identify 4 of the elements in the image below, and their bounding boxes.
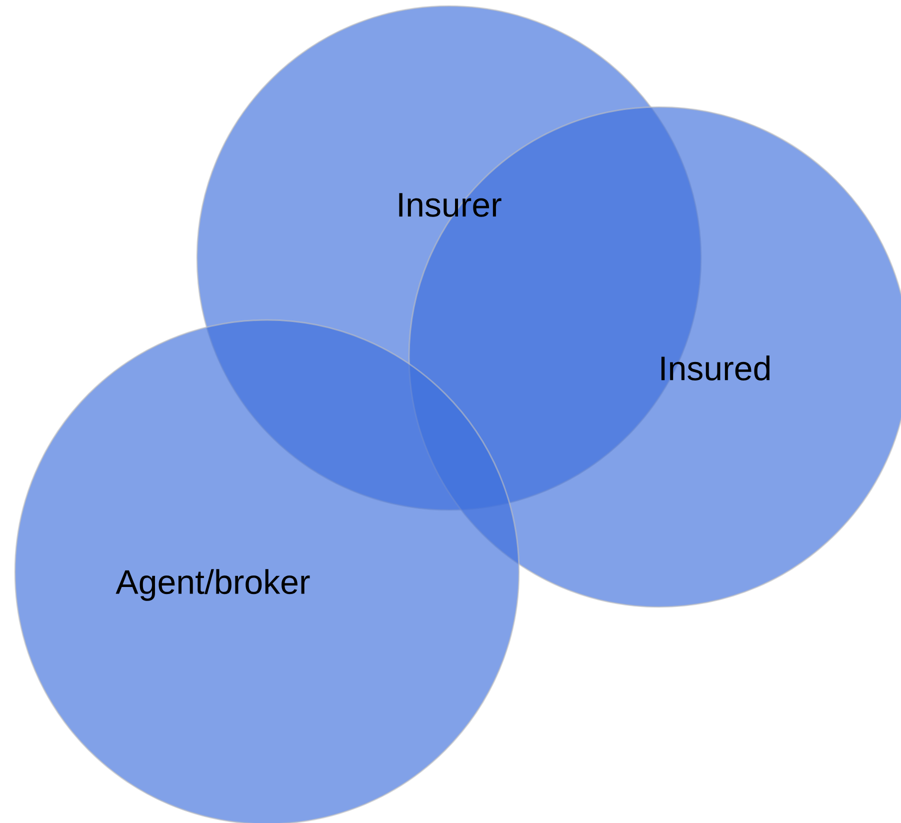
circle-label: Agent/broker: [116, 569, 310, 601]
circle-label: Insurer: [399, 193, 502, 217]
circle-label: Insured: [661, 356, 770, 380]
venn-circle: [14, 319, 520, 823]
